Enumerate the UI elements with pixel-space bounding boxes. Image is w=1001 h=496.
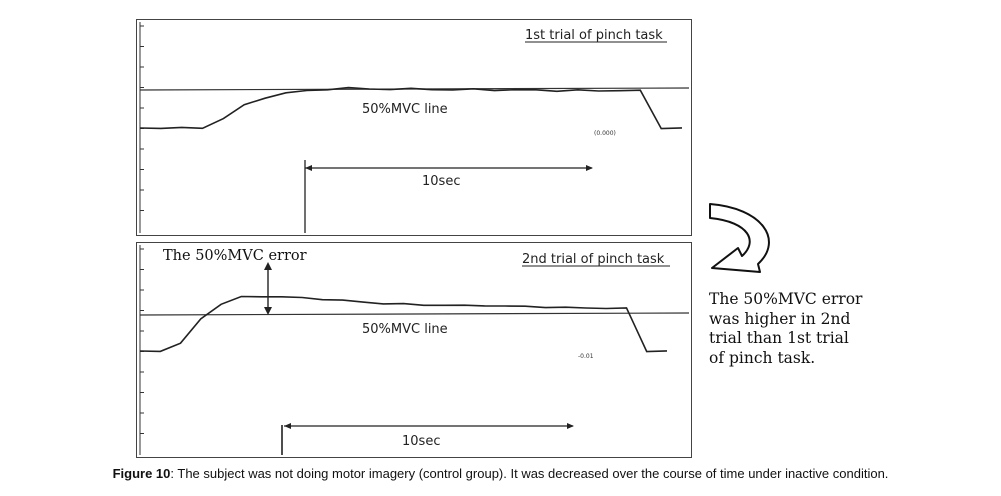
note-line: of pinch task. <box>709 348 816 367</box>
trial-2-reference-line <box>139 312 690 316</box>
trial-1-arrowhead-left-icon <box>305 165 312 171</box>
trial-2-error-arrowhead-up-icon <box>264 262 272 270</box>
trial-1-scale-mark: (0.000) <box>594 130 616 137</box>
trial-1-title: 1st trial of pinch task <box>525 28 663 43</box>
side-note: The 50%MVC error was higher in 2nd trial… <box>709 290 875 368</box>
caption-label: Figure 10 <box>112 466 171 481</box>
trial-2-error-arrowhead-down-icon <box>264 307 272 315</box>
trial-1-reference-label: 50%MVC line <box>362 102 448 117</box>
chart-panel-trial-1: 50%MVC line 1st trial of pinch task (0.0… <box>136 19 692 236</box>
trial-2-arrowhead-left-icon <box>284 423 291 429</box>
trial-1-series-line <box>139 86 683 130</box>
trial-2-y-ticks <box>140 248 144 434</box>
trial-2-series-line <box>139 295 668 353</box>
trial-2-duration-label: 10sec <box>402 434 440 449</box>
trial-1-duration-label: 10sec <box>422 174 460 189</box>
note-line: trial than 1st trial <box>709 329 849 347</box>
note-line: The 50%MVC error <box>709 290 863 308</box>
caption-text: : The subject was not doing motor imager… <box>170 466 889 481</box>
trial-2-arrowhead-right-icon <box>567 423 574 429</box>
trial-2-reference-label: 50%MVC line <box>362 322 448 337</box>
trial-1-y-ticks <box>140 25 144 211</box>
trial-2-plot: 50%MVC line The 50%MVC error 2nd trial o… <box>139 245 690 455</box>
trial-2-scale-mark: -0.01 <box>578 353 594 360</box>
chart-panel-trial-2: 50%MVC line The 50%MVC error 2nd trial o… <box>136 242 692 458</box>
curved-arrow-icon <box>709 203 770 273</box>
note-line: was higher in 2nd <box>709 309 851 328</box>
figure-caption: Figure 10: The subject was not doing mot… <box>0 466 1001 481</box>
trial-1-arrowhead-right-icon <box>586 165 593 171</box>
trial-2-error-label: The 50%MVC error <box>163 248 307 264</box>
trial-1-plot: 50%MVC line 1st trial of pinch task (0.0… <box>139 22 690 233</box>
trial-2-title: 2nd trial of pinch task <box>522 252 665 267</box>
